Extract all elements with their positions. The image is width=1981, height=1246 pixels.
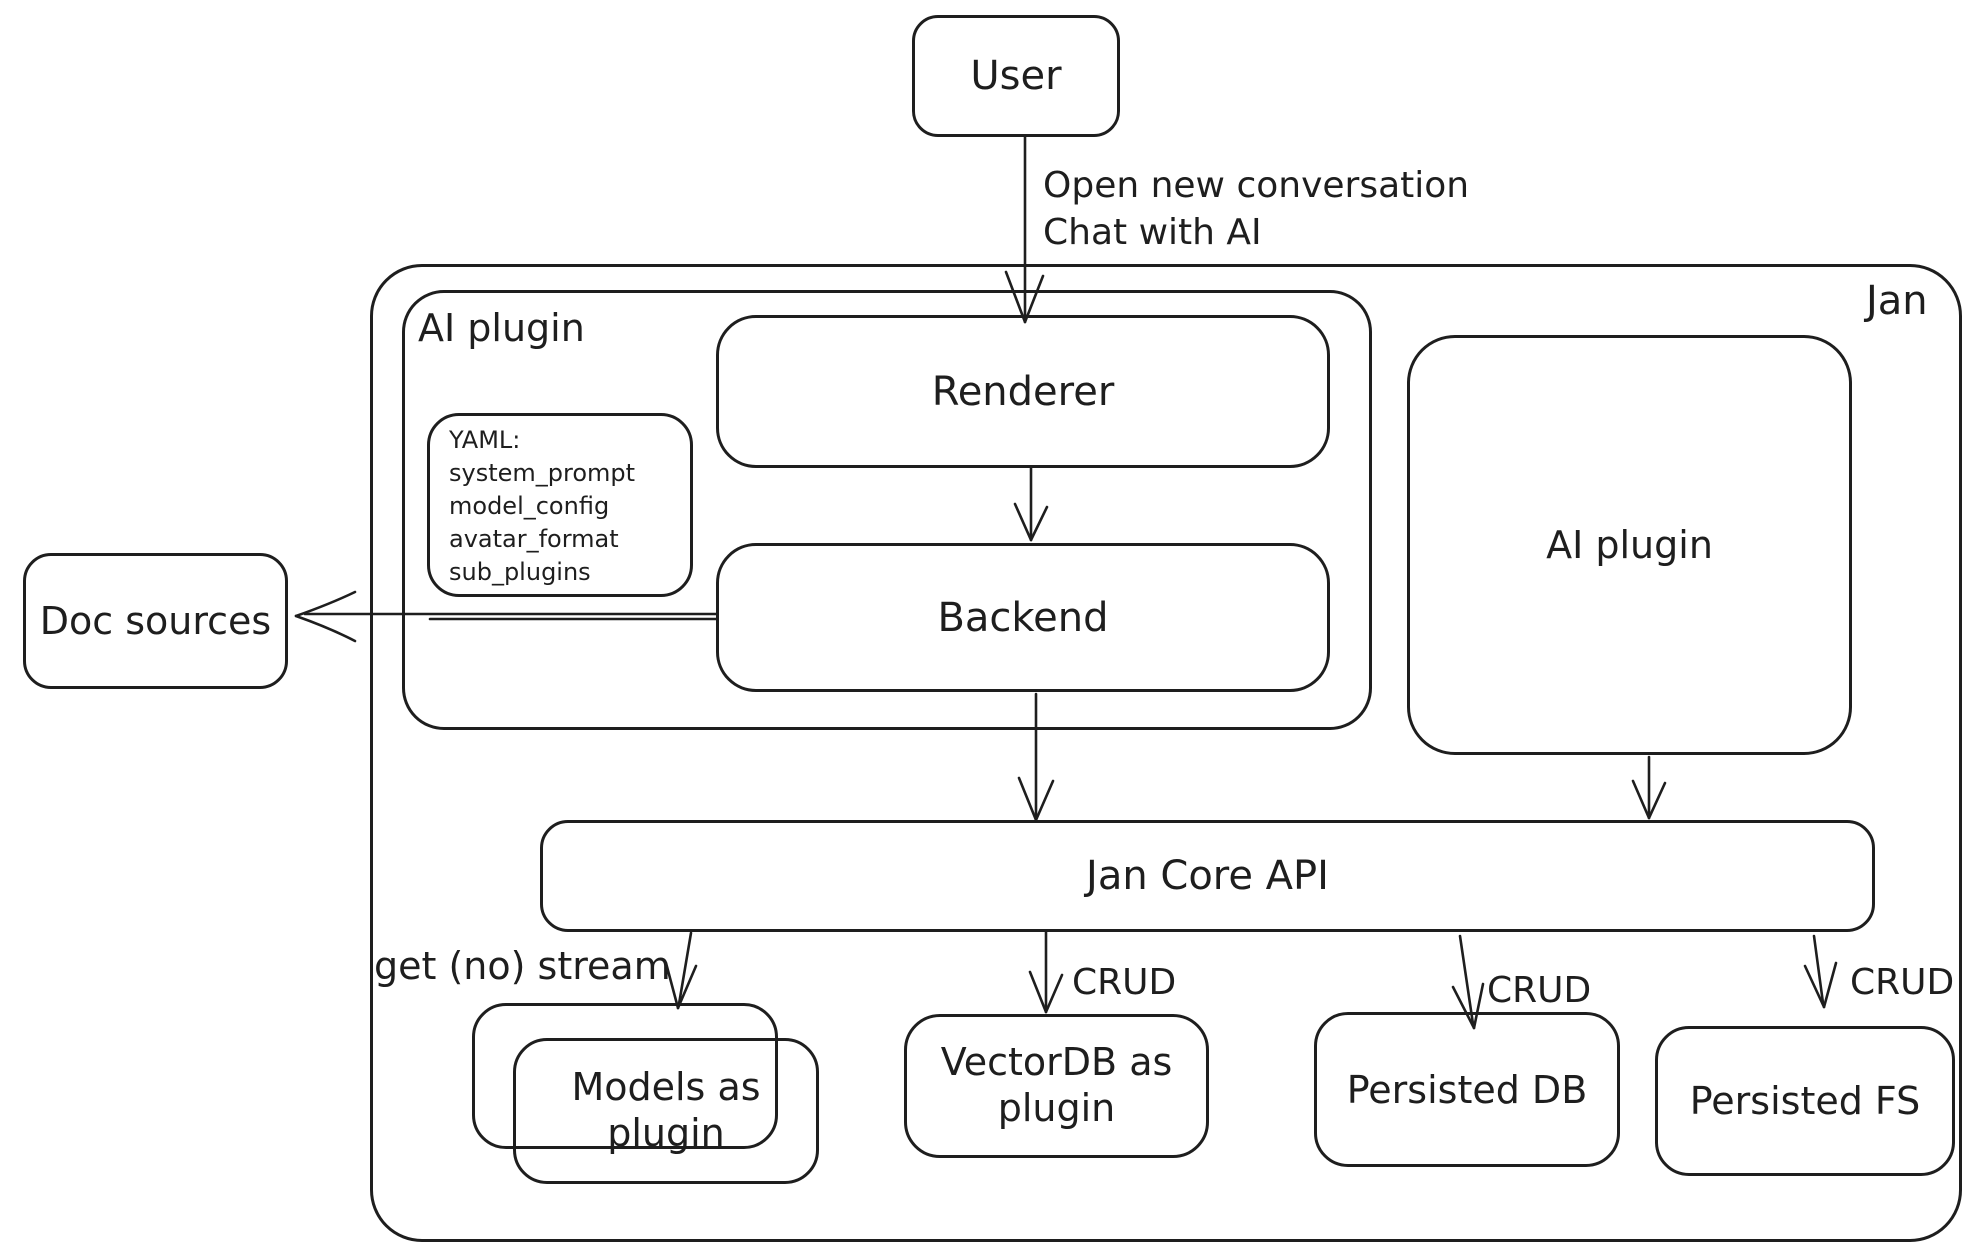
- renderer-node: Renderer: [716, 315, 1330, 468]
- user-node-label: User: [970, 53, 1062, 99]
- edge-label-crud-persisted-db: CRUD: [1487, 970, 1592, 1011]
- edge-label-crud-vectordb: CRUD: [1072, 962, 1177, 1003]
- ai-plugin-container: [402, 290, 1372, 730]
- persisted-fs-node-label: Persisted FS: [1689, 1079, 1921, 1123]
- ai-plugin-right-node-label: AI plugin: [1546, 523, 1713, 567]
- edge-label-open-conversation: Open new conversation Chat with AI: [1043, 162, 1469, 256]
- ai-plugin-right-node: AI plugin: [1407, 335, 1852, 755]
- models-as-plugin-node-label: Models as plugin: [571, 1065, 761, 1155]
- backend-node-label: Backend: [937, 594, 1109, 641]
- renderer-node-label: Renderer: [931, 368, 1115, 415]
- edge-label-crud-persisted-fs: CRUD: [1850, 962, 1955, 1003]
- edge-label-get-no-stream: get (no) stream: [374, 944, 671, 988]
- yaml-note-text: YAML: system_prompt model_config avatar_…: [449, 424, 635, 589]
- jan-container: [370, 264, 1962, 1242]
- doc-sources-node: Doc sources: [23, 553, 288, 689]
- persisted-fs-node: Persisted FS: [1655, 1026, 1955, 1176]
- models-as-plugin-node: Models as plugin: [513, 1038, 819, 1184]
- doc-sources-node-label: Doc sources: [39, 599, 272, 643]
- edge-label-open-conversation-line2: Chat with AI: [1043, 212, 1262, 253]
- ai-plugin-container-label: AI plugin: [418, 306, 585, 350]
- models-back-box: [472, 1003, 778, 1149]
- yaml-line: avatar_format: [449, 525, 619, 553]
- yaml-note: [427, 413, 693, 597]
- yaml-line: sub_plugins: [449, 558, 591, 586]
- persisted-db-node-label: Persisted DB: [1346, 1067, 1588, 1112]
- yaml-line: system_prompt: [449, 459, 636, 487]
- jan-core-api-node-label: Jan Core API: [1086, 853, 1329, 899]
- yaml-line: model_config: [449, 492, 610, 520]
- edge-label-open-conversation-line1: Open new conversation: [1043, 165, 1470, 206]
- vectordb-as-plugin-node: VectorDB as plugin: [904, 1014, 1209, 1158]
- yaml-line: YAML:: [449, 426, 521, 454]
- jan-core-api-node: Jan Core API: [540, 820, 1875, 932]
- jan-container-label: Jan: [1866, 278, 1928, 324]
- user-node: User: [912, 15, 1120, 137]
- vectordb-as-plugin-node-label: VectorDB as plugin: [940, 1040, 1173, 1130]
- persisted-db-node: Persisted DB: [1314, 1012, 1620, 1167]
- backend-node: Backend: [716, 543, 1330, 692]
